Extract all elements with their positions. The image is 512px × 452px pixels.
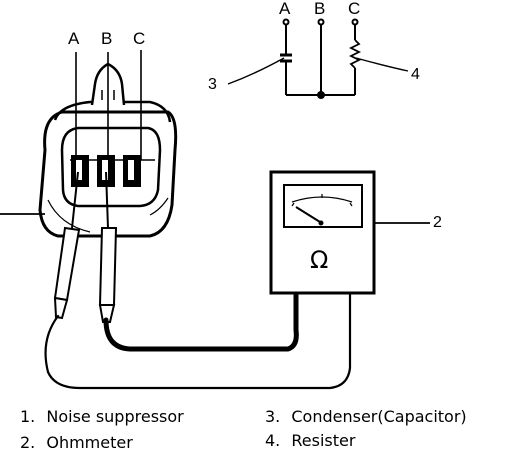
legend-item-4-text: Resister bbox=[291, 431, 356, 450]
legend-item-4-number: 4. bbox=[265, 431, 281, 450]
legend-item-1-text: Noise suppressor bbox=[46, 407, 184, 426]
callout-2-label: 2 bbox=[433, 214, 442, 231]
schematic bbox=[227, 18, 409, 99]
legend-item-1: 1. Noise suppressor bbox=[20, 408, 184, 426]
legend-item-2: 2. Ohmmeter bbox=[20, 434, 133, 452]
noise-suppressor bbox=[0, 50, 178, 238]
legend-item-3: 3. Condenser(Capacitor) bbox=[265, 408, 467, 426]
ohmmeter bbox=[269, 170, 430, 295]
schematic-terminal-a-label: A bbox=[279, 0, 291, 18]
plug-terminal-c-label: C bbox=[133, 29, 146, 48]
test-probes bbox=[53, 171, 118, 323]
legend-item-2-number: 2. bbox=[20, 433, 36, 452]
legend-item-2-text: Ohmmeter bbox=[46, 433, 133, 452]
callout-3-label: 3 bbox=[208, 76, 217, 93]
meter-leads bbox=[44, 291, 352, 390]
legend-item-4: 4. Resister bbox=[265, 432, 355, 450]
legend-item-1-number: 1. bbox=[20, 407, 36, 426]
ohm-symbol: Ω bbox=[310, 246, 329, 274]
legend-item-3-text: Condenser(Capacitor) bbox=[291, 407, 467, 426]
schematic-terminal-b-label: B bbox=[314, 0, 326, 18]
callout-4-label: 4 bbox=[411, 66, 420, 83]
plug-terminal-a-label: A bbox=[68, 29, 80, 48]
legend-item-3-number: 3. bbox=[265, 407, 281, 426]
schematic-terminal-c-label: C bbox=[348, 0, 361, 18]
plug-terminal-b-label: B bbox=[101, 29, 113, 48]
